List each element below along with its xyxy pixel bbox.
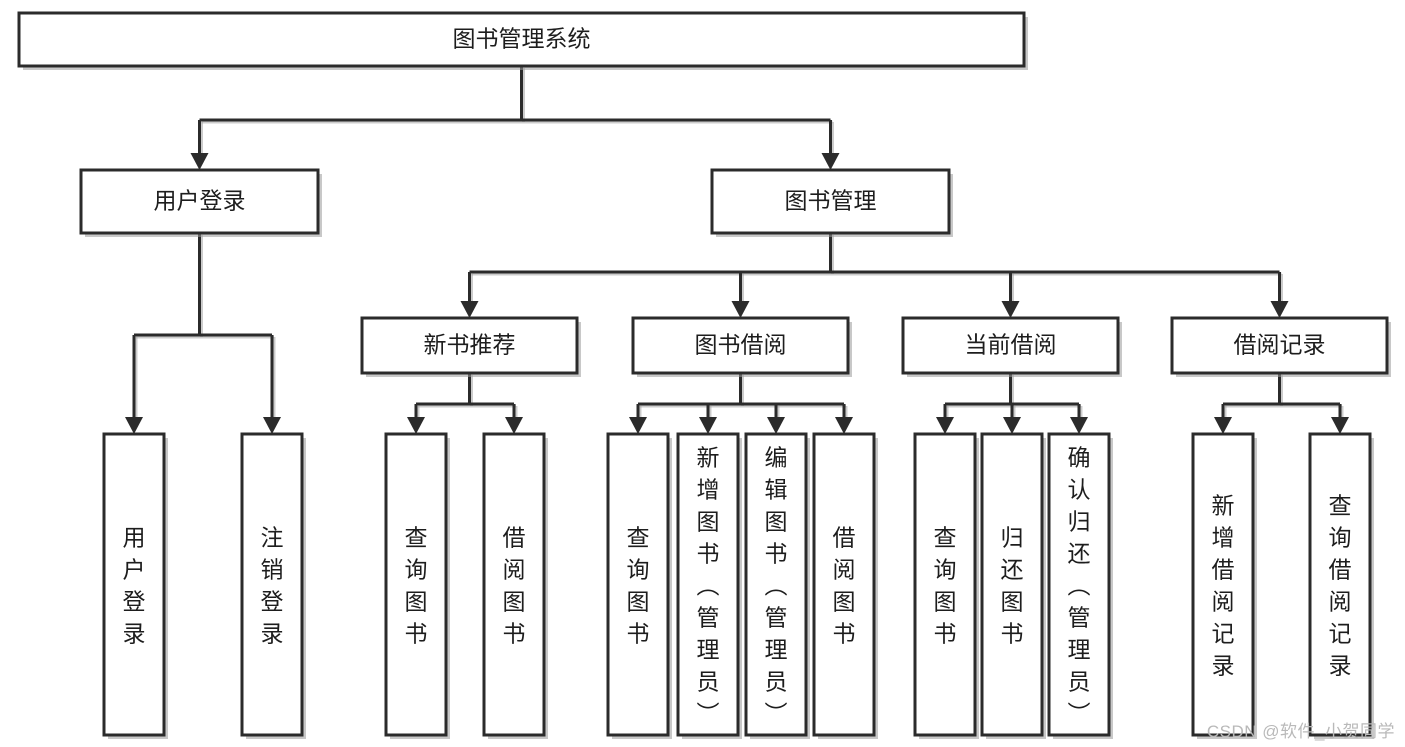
node-box[interactable]: [384, 432, 448, 737]
node-label: 查询图书: [627, 524, 650, 646]
node-box[interactable]: [676, 432, 740, 737]
node-box[interactable]: [1308, 432, 1372, 737]
node-layer: 图书管理系统用户登录图书管理新书推荐图书借阅当前借阅借阅记录用户登录注销登录查询…: [17, 11, 1391, 739]
node-l2[interactable]: 注销登录: [240, 432, 306, 739]
node-box[interactable]: [812, 432, 876, 737]
node-l5[interactable]: 查询图书: [606, 432, 672, 739]
node-label: 新增借阅记录: [1212, 492, 1235, 678]
node-l10[interactable]: 归还图书: [980, 432, 1046, 739]
node-n3d[interactable]: 借阅记录: [1170, 316, 1391, 377]
node-box[interactable]: [1047, 432, 1111, 737]
node-label: 查询借阅记录: [1329, 492, 1352, 678]
node-n3c[interactable]: 当前借阅: [901, 316, 1122, 377]
node-l4[interactable]: 借阅图书: [482, 432, 548, 739]
node-box[interactable]: [710, 168, 951, 235]
node-box[interactable]: [606, 432, 670, 737]
node-label: 借阅记录: [1234, 332, 1326, 358]
node-l3[interactable]: 查询图书: [384, 432, 450, 739]
node-l7[interactable]: 编辑图书︵管理员︶: [744, 432, 810, 739]
node-label: 查询图书: [934, 524, 957, 646]
node-n3a[interactable]: 新书推荐: [360, 316, 581, 377]
node-label: 用户登录: [154, 188, 246, 214]
node-label: 借阅图书: [503, 524, 526, 646]
node-label: 归还图书: [1001, 524, 1024, 646]
node-root[interactable]: 图书管理系统: [17, 11, 1028, 70]
node-n2a[interactable]: 用户登录: [79, 168, 322, 237]
connector-layer: [125, 66, 1349, 434]
node-label: 当前借阅: [965, 332, 1057, 358]
node-l8[interactable]: 借阅图书: [812, 432, 878, 739]
node-box[interactable]: [631, 316, 850, 375]
node-l11[interactable]: 确认归还︵管理员︶: [1047, 432, 1113, 739]
node-box[interactable]: [744, 432, 808, 737]
node-label: 编辑图书︵管理员︶: [765, 444, 788, 726]
node-label: 借阅图书: [833, 524, 856, 646]
node-box[interactable]: [1170, 316, 1389, 375]
node-label: 确认归还︵管理员︶: [1068, 444, 1091, 726]
node-l9[interactable]: 查询图书: [913, 432, 979, 739]
node-box[interactable]: [79, 168, 320, 235]
node-box[interactable]: [913, 432, 977, 737]
node-label: 新书推荐: [424, 332, 516, 358]
node-box[interactable]: [482, 432, 546, 737]
node-l12[interactable]: 新增借阅记录: [1191, 432, 1257, 739]
node-l6[interactable]: 新增图书︵管理员︶: [676, 432, 742, 739]
node-n3b[interactable]: 图书借阅: [631, 316, 852, 377]
node-label: 图书管理: [785, 188, 877, 214]
node-l13[interactable]: 查询借阅记录: [1308, 432, 1374, 739]
node-box[interactable]: [102, 432, 166, 737]
node-label: 图书管理系统: [453, 26, 591, 52]
node-box[interactable]: [240, 432, 304, 737]
node-l1[interactable]: 用户登录: [102, 432, 168, 739]
node-box[interactable]: [17, 11, 1026, 68]
node-label: 新增图书︵管理员︶: [697, 444, 720, 726]
node-box[interactable]: [901, 316, 1120, 375]
node-box[interactable]: [980, 432, 1044, 737]
node-box[interactable]: [360, 316, 579, 375]
node-label: 用户登录: [123, 524, 146, 646]
node-label: 注销登录: [261, 524, 284, 646]
node-n2b[interactable]: 图书管理: [710, 168, 953, 237]
node-box[interactable]: [1191, 432, 1255, 737]
node-label: 查询图书: [405, 524, 428, 646]
node-label: 图书借阅: [695, 332, 787, 358]
